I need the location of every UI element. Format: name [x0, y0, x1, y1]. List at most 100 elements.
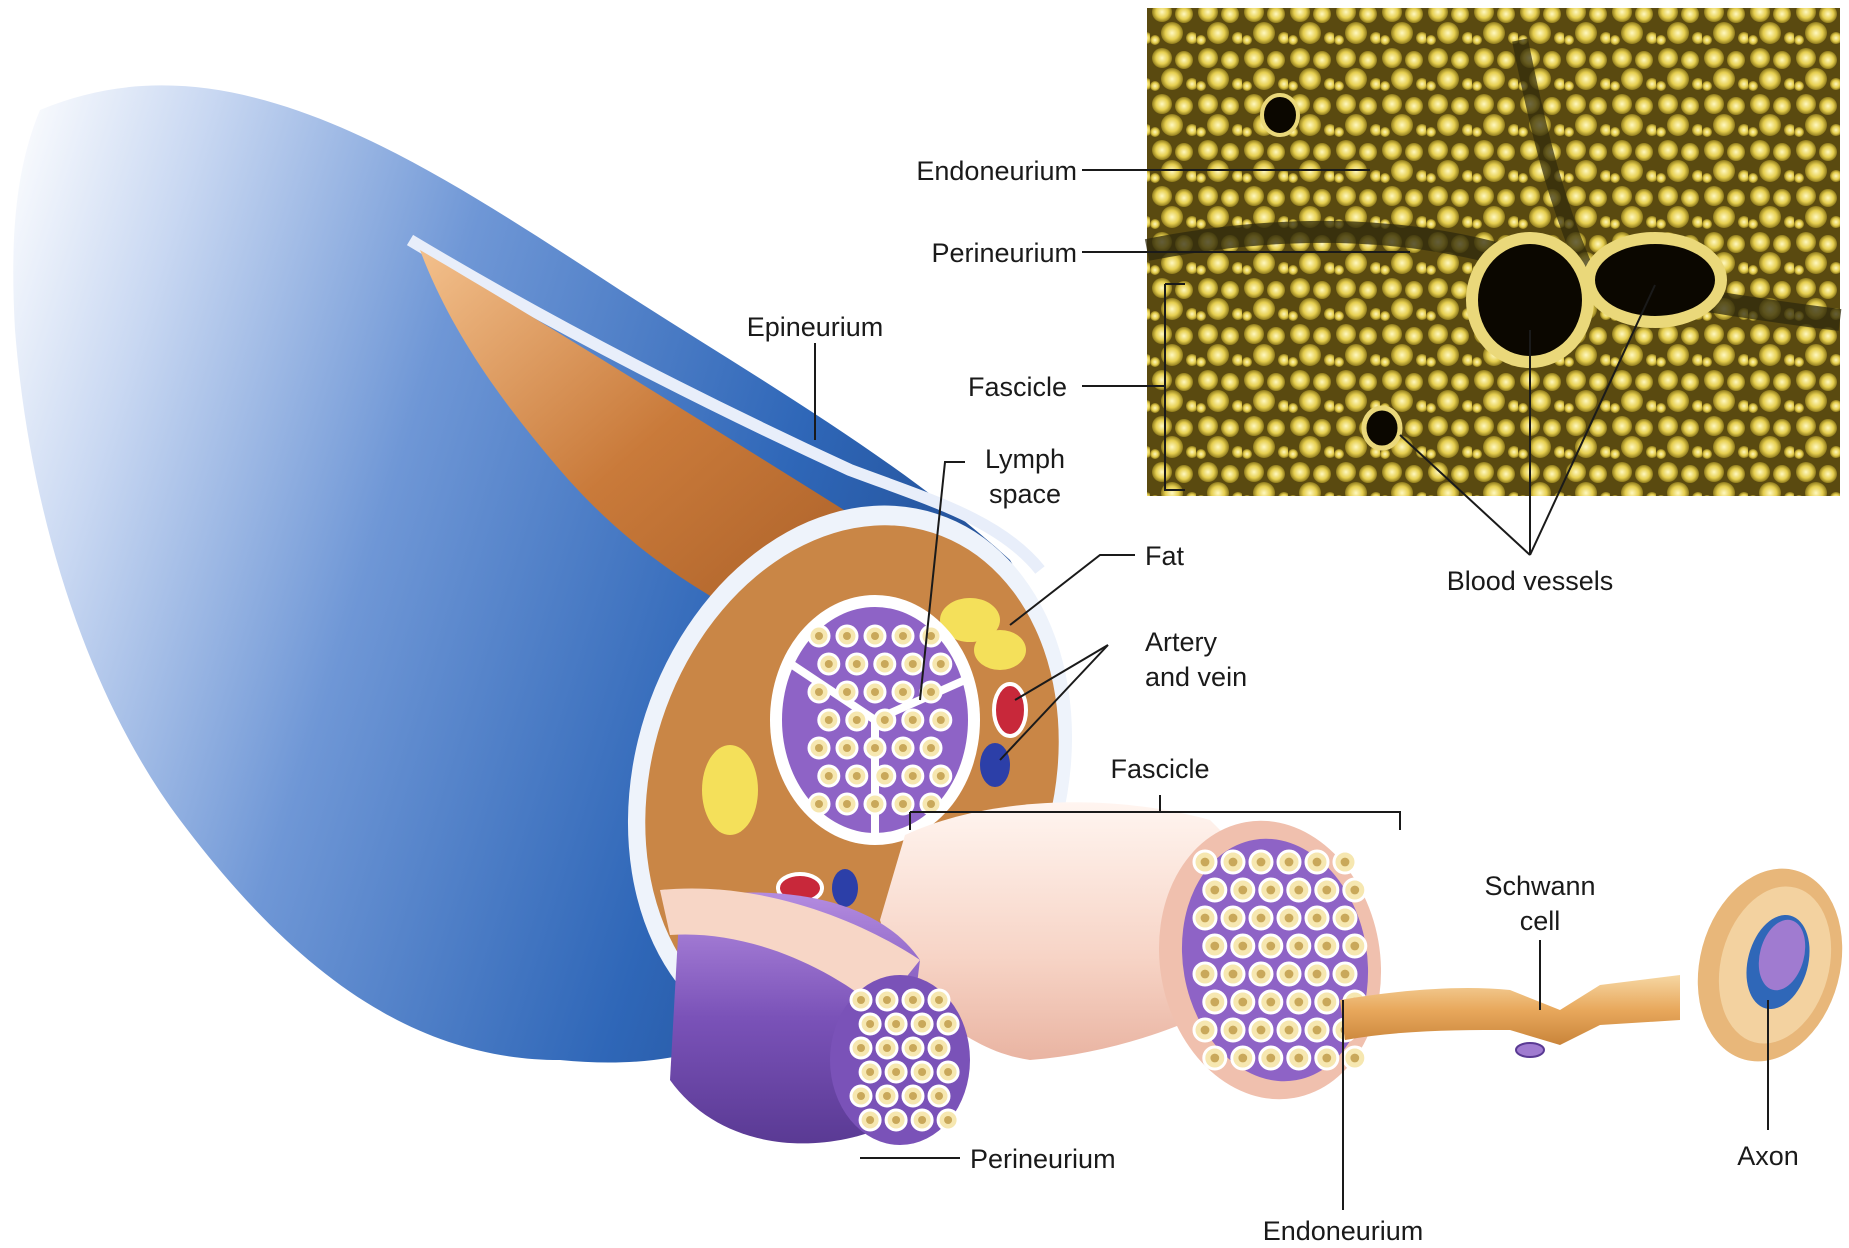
axon-core [1210, 942, 1219, 951]
axon-core [1201, 970, 1210, 979]
axon-core [1257, 858, 1266, 867]
axon-core [1350, 942, 1359, 951]
axon-core [871, 744, 879, 752]
axon-core [892, 1116, 900, 1124]
axon-core [857, 996, 865, 1004]
axon-core [935, 1044, 943, 1052]
axon-core [909, 1044, 917, 1052]
axon-core [1285, 914, 1294, 923]
axon-core [918, 1020, 926, 1028]
axon-core [1210, 1054, 1219, 1063]
axon-core [1313, 970, 1322, 979]
axon-core [1341, 858, 1350, 867]
axon-core [899, 632, 907, 640]
axon-core [1285, 970, 1294, 979]
axon-core [1266, 886, 1275, 895]
axon-core [883, 996, 891, 1004]
axon-core [1341, 970, 1350, 979]
axon-core [1294, 1054, 1303, 1063]
axon-core [883, 1044, 891, 1052]
label-lymph-space-line1: Lymph [985, 444, 1065, 474]
axon-core [853, 772, 861, 780]
axon-core [1313, 914, 1322, 923]
axon-core [935, 996, 943, 1004]
axon-core [1322, 998, 1331, 1007]
axon-core [1313, 858, 1322, 867]
fat-deposit [974, 630, 1026, 670]
axon-core [843, 688, 851, 696]
axon-core [883, 1092, 891, 1100]
axon-core [1257, 1026, 1266, 1035]
label-lymph-space-line2: space [989, 479, 1061, 509]
axon-core [881, 772, 889, 780]
axon-core [1313, 1026, 1322, 1035]
axon-core [1294, 886, 1303, 895]
axon-core [1229, 970, 1238, 979]
label-fascicle-mid: Fascicle [1110, 754, 1209, 784]
label-artery-vein-line2: and vein [1145, 662, 1247, 692]
label-axon: Axon [1737, 1141, 1799, 1171]
axon-core [1201, 914, 1210, 923]
axon-core [815, 632, 823, 640]
axon-core [1238, 886, 1247, 895]
vein [832, 869, 858, 907]
axon-core [937, 772, 945, 780]
axon-core [1229, 1026, 1238, 1035]
axon-core [1266, 1054, 1275, 1063]
label-endoneurium-top: Endoneurium [916, 156, 1077, 186]
axon-core [871, 688, 879, 696]
axon-core [1201, 1026, 1210, 1035]
axon-core [1322, 942, 1331, 951]
label-artery-vein-line1: Artery [1145, 627, 1218, 657]
axon-core [1341, 914, 1350, 923]
axon-core [1210, 886, 1219, 895]
label-blood-vessels: Blood vessels [1447, 566, 1614, 596]
axon-core [1257, 970, 1266, 979]
axon-core [857, 1044, 865, 1052]
axon-core [825, 660, 833, 668]
axon-core [881, 660, 889, 668]
axon-core [937, 716, 945, 724]
axon-core [866, 1116, 874, 1124]
axon-core [853, 660, 861, 668]
axon-core [909, 716, 917, 724]
label-epineurium: Epineurium [747, 312, 884, 342]
axon-core [1210, 998, 1219, 1007]
axon-core [918, 1116, 926, 1124]
axon-core [1257, 914, 1266, 923]
axon-core [1294, 942, 1303, 951]
axon-core [825, 716, 833, 724]
axon-core [909, 660, 917, 668]
axon-core [815, 744, 823, 752]
blood-vessel [1364, 408, 1400, 448]
axon-core [1266, 998, 1275, 1007]
axon-core [1285, 858, 1294, 867]
axon-core [909, 772, 917, 780]
axon-core [944, 1020, 952, 1028]
axon-core [1294, 998, 1303, 1007]
axon-core [909, 996, 917, 1004]
fat-deposit [702, 745, 758, 835]
axon-core [881, 716, 889, 724]
axon-core [927, 688, 935, 696]
axon-core [909, 1092, 917, 1100]
axon-core [1201, 858, 1210, 867]
axon-core [1322, 1054, 1331, 1063]
axon-core [871, 800, 879, 808]
axon-core [853, 716, 861, 724]
axon-core [937, 660, 945, 668]
axon-core [843, 632, 851, 640]
axon-core [857, 1092, 865, 1100]
axon-core [1229, 858, 1238, 867]
axon-core [1238, 942, 1247, 951]
axon-core [1322, 886, 1331, 895]
axon-core [1238, 1054, 1247, 1063]
axon-core [944, 1068, 952, 1076]
axon-core [1350, 886, 1359, 895]
axon-core [892, 1020, 900, 1028]
vein [980, 743, 1010, 787]
axon-core [843, 800, 851, 808]
axon-core [866, 1020, 874, 1028]
axon-core [1238, 998, 1247, 1007]
